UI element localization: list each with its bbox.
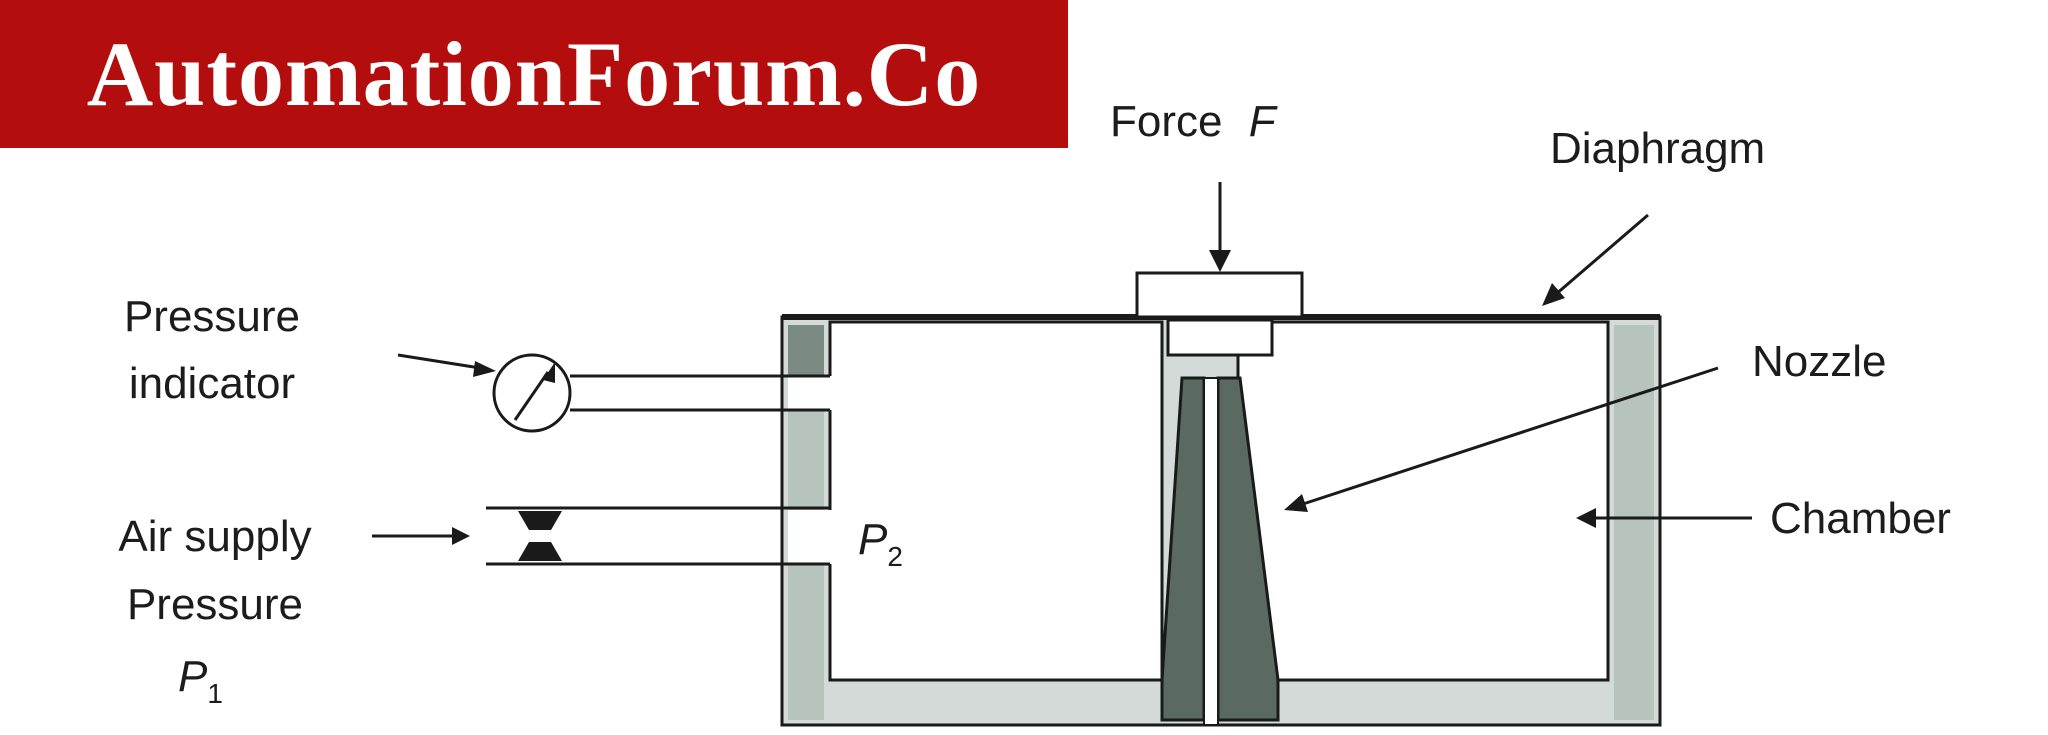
- air-supply-leader-head: [452, 527, 470, 545]
- nozzle-label: Nozzle: [1752, 337, 1887, 386]
- flapper-plate: [1166, 318, 1274, 357]
- nozzle-bore: [1203, 377, 1219, 726]
- restriction-top: [518, 511, 562, 530]
- force-block: [1135, 271, 1304, 319]
- nozzle-leader-head: [1284, 494, 1308, 512]
- p2-subscript: 2: [887, 541, 903, 572]
- force-symbol: F: [1248, 97, 1276, 146]
- chamber-label: Chamber: [1770, 494, 1951, 543]
- left-wall-dark-corner: [788, 325, 824, 375]
- nozzle-left-wall: [1160, 376, 1206, 722]
- indicator-leader-head: [473, 361, 496, 377]
- restriction-bottom: [518, 542, 562, 561]
- indicator-passage: [788, 376, 832, 410]
- watermark-text: AutomationForum.Co: [86, 23, 982, 125]
- nozzle-right-wall: [1216, 376, 1280, 722]
- p2-label: P2: [858, 515, 903, 571]
- nozzle-leader: [1299, 366, 1719, 507]
- p2-symbol: P: [858, 515, 888, 564]
- diaphragm-leader-head: [1542, 283, 1565, 306]
- p1-symbol: P: [178, 652, 208, 701]
- force-label: Force F: [1110, 100, 1276, 144]
- pressure-indicator-line-2: indicator: [128, 359, 296, 408]
- right-wall-shade: [1614, 325, 1654, 720]
- pressure-indicator-label: Pressure indicator: [92, 295, 332, 406]
- force-label-text: Force: [1110, 97, 1223, 146]
- chamber-leader-head: [1576, 508, 1596, 528]
- p1-label: P1: [178, 652, 223, 708]
- gauge-needle-head: [543, 362, 555, 383]
- force-arrow-head: [1209, 250, 1231, 272]
- air-supply-line-2: Pressure: [126, 580, 304, 629]
- indicator-leader: [397, 353, 481, 370]
- gauge-needle: [513, 371, 550, 421]
- air-supply-label: Air supply Pressure: [70, 515, 360, 627]
- pressure-indicator-line-1: Pressure: [123, 292, 301, 341]
- supply-passage: [788, 510, 832, 564]
- p1-subscript: 1: [207, 678, 223, 709]
- diaphragm-label: Diaphragm: [1550, 124, 1766, 173]
- diaphragm-leader: [1554, 213, 1649, 297]
- air-supply-line-1: Air supply: [118, 512, 312, 561]
- watermark-banner: AutomationForum.Co: [0, 0, 1068, 148]
